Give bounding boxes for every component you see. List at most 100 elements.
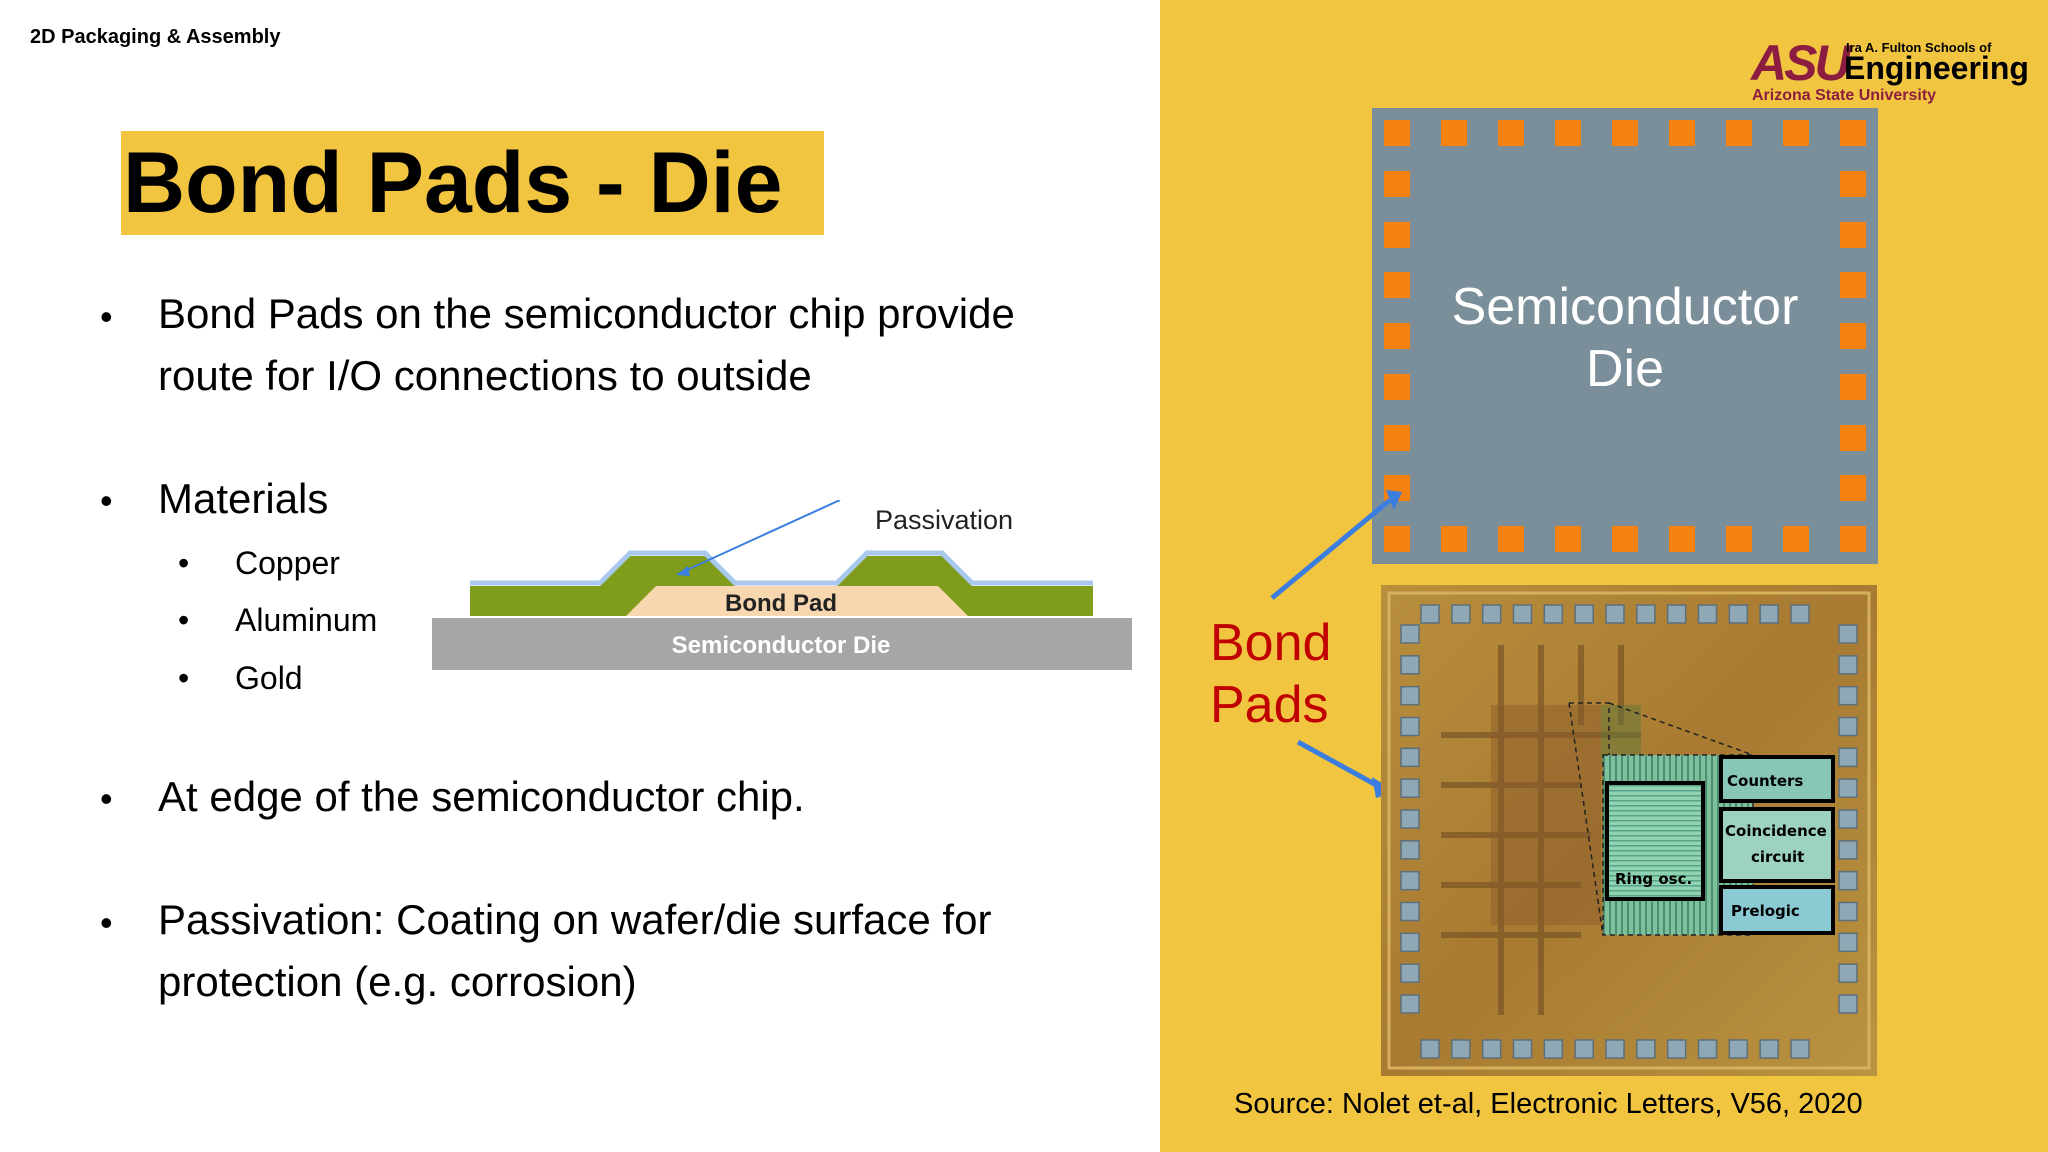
bullet-marker: • — [100, 778, 113, 819]
block-label-counters: Counters — [1727, 772, 1803, 790]
chip-bond-pad — [1543, 604, 1564, 624]
arrow-to-chip — [1296, 739, 1380, 789]
chip-bond-pad — [1574, 1039, 1594, 1059]
bond-pad — [1384, 120, 1410, 146]
bond-pad — [1840, 221, 1866, 248]
chip-bond-pad — [1697, 1039, 1718, 1059]
chip-bond-pad — [1759, 1039, 1779, 1059]
sub-bullet-marker: • — [178, 545, 190, 581]
die-layer — [432, 618, 1132, 670]
chip-bond-pad — [1728, 1039, 1749, 1059]
bond-pad — [1384, 170, 1410, 197]
passivation-outline — [470, 550, 1093, 586]
bullet-1-line-2: route for I/O connections to outside — [158, 352, 812, 399]
bond-pads-label: Bond Pads — [1210, 612, 1331, 736]
bond-pad — [1612, 120, 1638, 146]
chip-bond-pad — [1574, 604, 1594, 624]
bond-pad — [1498, 526, 1524, 552]
passivation-pointer — [677, 500, 841, 575]
section-header: 2D Packaging & Assembly — [30, 26, 281, 48]
chip-bond-pad — [1838, 901, 1858, 922]
arrowhead — [1386, 490, 1402, 510]
bond-pad — [1840, 323, 1866, 349]
chip-bond-pad — [1728, 604, 1749, 624]
bond-pad-cross-section: Passivation Bond Pad Semiconductor Die — [432, 500, 1132, 670]
bond-pad — [1783, 526, 1809, 552]
bond-pad — [1840, 120, 1866, 146]
chip-edge — [1387, 591, 1871, 1070]
chip-bond-pad — [1400, 963, 1420, 983]
bond-pads-label-line-2: Pads — [1210, 676, 1329, 734]
bond-pad-label: Bond Pad — [725, 590, 837, 617]
bond-pad — [1384, 526, 1410, 552]
logo-school-text: Ira A. Fulton Schools of — [1846, 40, 1992, 55]
bond-pad — [1840, 170, 1866, 197]
chip-traces — [1441, 645, 1641, 1015]
bullet-4-line-1: Passivation: Coating on wafer/die surfac… — [158, 896, 992, 943]
chip-bond-pad — [1838, 716, 1858, 737]
chip-bond-pad — [1400, 655, 1420, 675]
bond-pad — [1384, 272, 1410, 299]
block-ring-osc — [1605, 781, 1705, 901]
block-label-circuit: circuit — [1751, 848, 1804, 866]
logo-engineering-text: Engineering — [1844, 50, 2029, 86]
block-label-ring-osc: Ring osc. — [1615, 870, 1692, 888]
chip-bond-pad — [1759, 604, 1779, 624]
chip-bond-pad — [1838, 932, 1858, 953]
material-aluminum: Aluminum — [235, 602, 378, 638]
bond-pad — [1384, 221, 1410, 248]
block-label-coincidence: Coincidence — [1725, 822, 1827, 840]
source-citation: Source: Nolet et-al, Electronic Letters,… — [1234, 1088, 1863, 1120]
semiconductor-die-diagram — [1372, 108, 1878, 564]
chip-bond-pad — [1400, 778, 1420, 798]
chip-bond-pad — [1420, 604, 1440, 624]
bond-pad — [1669, 526, 1695, 552]
chip-bond-pad — [1605, 604, 1625, 624]
chip-bond-pad — [1400, 747, 1420, 768]
bond-pad — [1612, 526, 1638, 552]
chip-bond-pad — [1790, 1039, 1810, 1059]
block-counters — [1719, 755, 1835, 803]
chip-bond-pad — [1400, 870, 1420, 891]
chip-bond-pad — [1400, 840, 1420, 860]
chip-bond-pad — [1543, 1039, 1564, 1059]
bond-pad — [1498, 120, 1524, 146]
sub-bullet-marker: • — [178, 660, 190, 696]
chip-bond-pad — [1400, 809, 1420, 829]
chip-bond-pad — [1838, 963, 1858, 983]
bond-pad — [1669, 120, 1695, 146]
bond-pad — [1726, 120, 1752, 146]
chip-bond-pad — [1838, 840, 1858, 860]
bond-pad — [1384, 323, 1410, 349]
zoom-dashed-line — [1568, 702, 1604, 936]
chip-bond-pad — [1838, 747, 1858, 768]
chip-bond-pad — [1400, 624, 1420, 644]
bond-pad — [1783, 120, 1809, 146]
bullet-marker: • — [100, 902, 113, 943]
bond-pad — [1726, 526, 1752, 552]
bond-pad — [1384, 424, 1410, 451]
block-label-prelogic: Prelogic — [1731, 902, 1800, 920]
chip-bond-pad — [1400, 716, 1420, 737]
arrow-to-die — [1270, 498, 1392, 600]
bond-pad — [1384, 373, 1410, 400]
chip-bond-pad — [1400, 901, 1420, 922]
chip-bond-pad — [1790, 604, 1810, 624]
slide-title: Bond Pads - Die — [123, 135, 783, 231]
chip-bond-pads — [1400, 604, 1858, 1059]
bond-pad — [1441, 120, 1467, 146]
bond-pad-shape — [626, 586, 968, 616]
bond-pad — [1840, 272, 1866, 299]
chip-bond-pad — [1400, 994, 1420, 1014]
block-coincidence — [1719, 807, 1835, 883]
material-copper: Copper — [235, 545, 340, 581]
zoom-dashed-line — [1608, 702, 1754, 756]
bond-pad — [1441, 526, 1467, 552]
chip-bond-pad — [1481, 1039, 1502, 1059]
die-diagram-label: Semiconductor Die — [1372, 276, 1878, 400]
die-label-line-2: Die — [1585, 340, 1665, 398]
passivation-label: Passivation — [875, 505, 1013, 535]
chip-photo: Counters Coincidence circuit Ring osc. P… — [1381, 585, 1877, 1076]
chip-bond-pad — [1451, 1039, 1471, 1059]
logo-university-text: Arizona State University — [1752, 87, 1937, 104]
